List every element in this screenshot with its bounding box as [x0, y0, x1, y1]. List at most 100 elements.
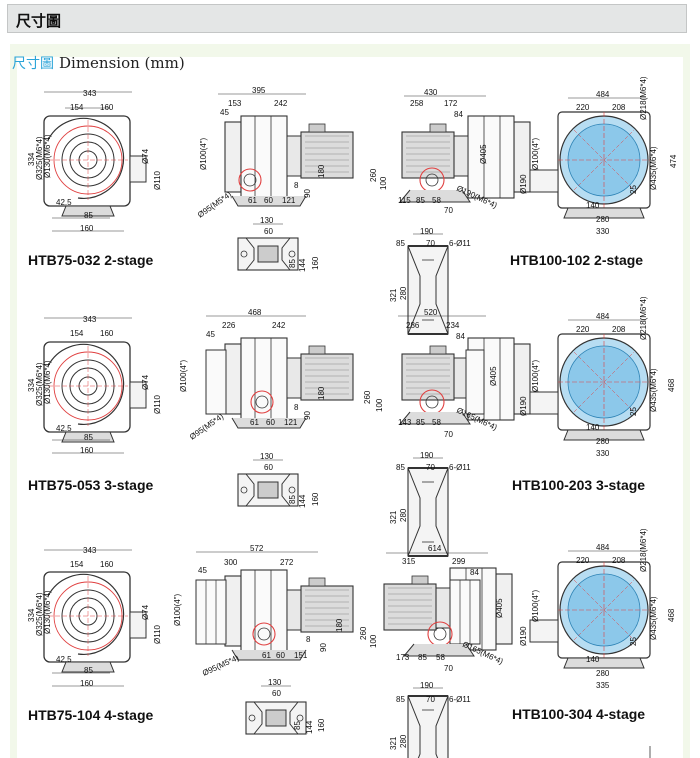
- dim-text: Ø110: [153, 170, 162, 190]
- drawing-htb75-053-foot: 130 60 85 144 160: [237, 452, 320, 508]
- dim-text: Ø110: [153, 394, 162, 414]
- dim-text: Ø110: [153, 624, 162, 644]
- drawing-htb75-104-foot: 130 60 85 144 160: [245, 678, 326, 735]
- dim-text: Ø218(M6*4): [639, 296, 648, 340]
- dim-text: 614: [428, 544, 442, 553]
- dim-text: Ø100(4"): [199, 137, 208, 170]
- dim-text: 100: [375, 398, 384, 412]
- dim-text: 220: [576, 103, 590, 112]
- dim-text: 334: [27, 152, 36, 166]
- dim-text: Ø95(M5*4): [196, 190, 233, 220]
- dim-text: 8: [294, 403, 299, 412]
- dim-text: 45: [220, 108, 229, 117]
- drawing-htb100-102-side: 430 258 172 84 Ø405 260 100 115 85 58 70…: [369, 88, 531, 215]
- model-label-htb100-203: HTB100-203 3-stage: [512, 477, 645, 493]
- dim-text: 484: [596, 90, 610, 99]
- dim-text: 280: [399, 508, 408, 522]
- dim-text: 343: [83, 89, 97, 98]
- dim-text: 160: [311, 256, 320, 270]
- dim-text: 242: [272, 321, 286, 330]
- dim-text: 153: [228, 99, 242, 108]
- dim-text: 85: [396, 463, 405, 472]
- dim-text: 140: [586, 423, 600, 432]
- dim-text: 242: [274, 99, 288, 108]
- dim-text: 42.5: [56, 655, 72, 664]
- drawing-htb75-032-foot: 130 60 85 144 160: [237, 216, 320, 272]
- dim-text: 190: [420, 681, 434, 690]
- dim-text: 299: [452, 557, 466, 566]
- dim-text: Ø190: [519, 396, 528, 416]
- dim-text: 60: [266, 418, 275, 427]
- dim-text: 430: [424, 88, 438, 97]
- model-label-htb75-104: HTB75-104 4-stage: [28, 707, 153, 723]
- dim-text: Ø218(M6*4): [639, 76, 648, 120]
- dim-text: Ø100(4"): [531, 137, 540, 170]
- dim-text: 85: [396, 695, 405, 704]
- drawing-htb75-104-side: 572 300 272 45 Ø100(4") Ø95(M5*4) 61 60 …: [173, 544, 354, 678]
- dim-text: 140: [586, 655, 600, 664]
- dim-text: 70: [426, 463, 435, 472]
- dim-text: Ø435(M6*4): [649, 368, 658, 412]
- dim-text: Ø190: [519, 174, 528, 194]
- dim-text: 6-Ø11: [449, 463, 471, 472]
- dim-text: 474: [669, 154, 678, 168]
- dim-text: Ø100(4"): [531, 589, 540, 622]
- dim-text: 280: [596, 215, 610, 224]
- dim-text: 70: [426, 695, 435, 704]
- dim-text: 143: [398, 418, 412, 427]
- dim-text: Ø435(M6*4): [649, 146, 658, 190]
- dim-text: 70: [444, 664, 453, 673]
- model-label-htb75-053: HTB75-053 3-stage: [28, 477, 153, 493]
- dim-text: 330: [596, 449, 610, 458]
- dim-text: 334: [27, 608, 36, 622]
- dim-text: 85: [84, 666, 93, 675]
- dim-text: 58: [436, 653, 445, 662]
- dim-text: Ø325(M6*4): [35, 362, 44, 406]
- dim-text: Ø218(M6*4): [639, 528, 648, 572]
- model-label-htb100-304: HTB100-304 4-stage: [512, 706, 645, 722]
- dim-text: Ø325(M6*4): [35, 136, 44, 180]
- dim-text: 144: [298, 494, 307, 508]
- dim-text: 25: [629, 407, 638, 416]
- dim-text: 280: [399, 734, 408, 748]
- dim-text: 484: [596, 312, 610, 321]
- dim-text: 154: [70, 329, 84, 338]
- dim-text: 130: [268, 678, 282, 687]
- drawing-htb100-304-foot: 190 85 70 6-Ø11 321 280: [389, 681, 471, 758]
- dim-text: 85: [84, 433, 93, 442]
- dim-text: 60: [264, 463, 273, 472]
- dim-text: 260: [359, 626, 368, 640]
- dim-text: 8: [306, 635, 311, 644]
- dim-text: 315: [402, 557, 416, 566]
- dim-text: Ø130(M6*4): [43, 134, 52, 178]
- dim-text: 130: [260, 216, 274, 225]
- dim-text: 234: [446, 321, 460, 330]
- dim-text: Ø405: [489, 366, 498, 386]
- dim-text: 160: [100, 329, 114, 338]
- dim-text: 151: [294, 651, 308, 660]
- dim-text: 468: [667, 608, 676, 622]
- dim-text: Ø95(M5*4): [201, 653, 241, 678]
- dim-text: 90: [319, 643, 328, 652]
- dim-text: 60: [272, 689, 281, 698]
- dim-text: 321: [389, 736, 398, 750]
- dim-text: 160: [100, 103, 114, 112]
- dim-text: 190: [420, 451, 434, 460]
- dim-text: 260: [369, 168, 378, 182]
- dim-text: 220: [576, 556, 590, 565]
- dim-text: 100: [369, 634, 378, 648]
- dim-text: 280: [596, 669, 610, 678]
- dim-text: 45: [206, 330, 215, 339]
- dim-text: 208: [612, 556, 626, 565]
- dim-text: Ø435(M6*4): [649, 596, 658, 640]
- dim-text: 84: [454, 110, 463, 119]
- dim-text: 160: [80, 224, 94, 233]
- dim-text: 100: [379, 176, 388, 190]
- drawing-htb75-053-side: 468 226 242 45 Ø100(4") Ø95(M5*4) 61 60 …: [179, 308, 354, 442]
- dim-text: Ø405: [479, 144, 488, 164]
- dim-text: 160: [317, 718, 326, 732]
- dim-text: 140: [586, 201, 600, 210]
- dim-text: 85: [288, 495, 297, 504]
- dim-text: 25: [629, 185, 638, 194]
